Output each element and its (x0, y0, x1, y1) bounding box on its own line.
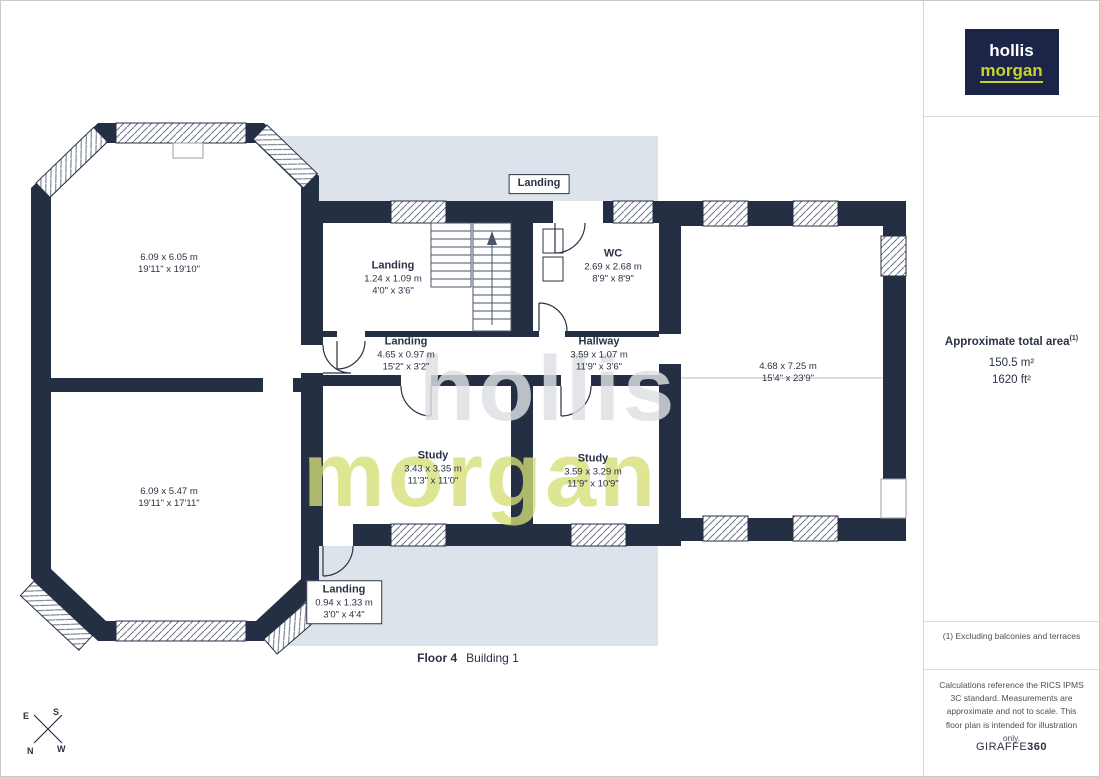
room-dims-ft: 19'11" x 17'11" (138, 498, 200, 509)
compass-north-label: N (27, 746, 34, 756)
room-dims-m: 3.43 x 3.35 m (404, 463, 462, 474)
room-label-wc: WC 2.69 x 2.68 m 8'9" x 8'9" (584, 247, 642, 285)
room-name: Study (577, 452, 609, 465)
room-label-left-bottom-room: 6.09 x 5.47 m 19'11" x 17'11" (138, 486, 199, 510)
credit-name: GIRAFFE (975, 741, 1028, 753)
caption-building: Building 1 (466, 651, 519, 665)
right-wing-walls (659, 201, 907, 541)
room-name: Landing (322, 583, 366, 596)
room-dims-ft: 15'4" x 23'9" (761, 373, 815, 384)
room-dims-m: 3.59 x 3.29 m (564, 466, 622, 477)
room-dims-m: 6.09 x 5.47 m (140, 486, 198, 498)
room-dims-m: 6.09 x 6.05 m (140, 252, 198, 264)
room-name: Landing (384, 335, 428, 348)
room-label-right-room: 4.68 x 7.25 m 15'4" x 23'9" (759, 361, 817, 385)
divider (924, 621, 1099, 622)
right-wing-windows (702, 200, 907, 542)
divider (924, 116, 1099, 117)
info-sidebar: hollis morgan Approximate total area(1) … (923, 1, 1099, 776)
logo-line2: morgan (980, 61, 1043, 84)
compass: E S N W (23, 707, 66, 756)
staircase (430, 222, 512, 332)
room-label-landing-stairs: Landing 1.24 x 1.09 m 4'0" x 3'6" (364, 259, 422, 297)
area-footnote: (1) Excluding balconies and terraces (942, 631, 1081, 641)
room-label-left-top-room: 6.09 x 6.05 m 19'11" x 19'10" (138, 252, 200, 276)
room-name: WC (603, 247, 623, 260)
floorplan-drawing: E S N W (19, 122, 907, 756)
room-label-landing-corridor: Landing 4.65 x 0.97 m 15'2" x 3'2" (377, 335, 435, 373)
room-dims-ft: 4'0" x 3'6" (372, 284, 414, 296)
room-dims-m: 4.65 x 0.97 m (377, 349, 435, 360)
room-name: Landing (517, 177, 561, 190)
room-dims-m: 3.59 x 1.07 m (570, 349, 628, 360)
room-dims-ft: 11'3" x 11'0" (407, 474, 459, 486)
logo-line1: hollis (989, 40, 1034, 60)
chimney-notch (172, 142, 204, 159)
central-block-windows (390, 200, 654, 547)
compass-west-label: W (57, 744, 66, 754)
area-block: Approximate total area(1) 150.5 m² 1620 … (924, 335, 1099, 386)
room-name: Hallway (578, 335, 620, 348)
room-dims-m: 1.24 x 1.09 m (364, 273, 422, 284)
hollis-morgan-logo: hollis morgan (964, 29, 1059, 95)
area-title: Approximate total area(1) (924, 335, 1099, 348)
credit-suffix: 360 (1027, 741, 1048, 753)
room-dims-ft: 19'11" x 19'10" (138, 264, 200, 275)
area-title-sup: (1) (1069, 335, 1079, 342)
room-dims-ft: 3'0" x 4'4" (323, 608, 365, 620)
central-block-walls (301, 201, 681, 546)
room-label-landing-top: Landing (508, 174, 570, 194)
giraffe360-credit: GIRAFFE360 (924, 741, 1099, 753)
plan-caption: Floor 4 Building 1 (417, 651, 519, 665)
room-dims-m: 0.94 x 1.33 m (315, 597, 373, 608)
area-ft2: 1620 ft² (992, 373, 1031, 386)
room-label-hallway: Hallway 3.59 x 1.07 m 11'9" x 3'6" (570, 335, 628, 373)
room-name: Landing (371, 259, 415, 272)
divider (924, 669, 1099, 670)
room-dims-m: 4.68 x 7.25 m (759, 361, 817, 373)
room-label-study-left: Study 3.43 x 3.35 m 11'3" x 11'0" (404, 449, 462, 487)
room-dims-ft: 11'9" x 10'9" (567, 477, 619, 489)
room-dims-ft: 11'9" x 3'6" (575, 360, 623, 372)
room-label-landing-bottom: Landing 0.94 x 1.33 m 3'0" x 4'4" (306, 580, 382, 624)
caption-floor: Floor 4 (417, 651, 458, 665)
room-dims-ft: 15'2" x 3'2" (382, 360, 430, 372)
disclaimer-text: Calculations reference the RICS IPMS 3C … (939, 680, 1084, 743)
area-m2: 150.5 m² (988, 356, 1035, 369)
room-dims-ft: 8'9" x 8'9" (592, 272, 634, 284)
area-title-text: Approximate total area (944, 335, 1070, 348)
left-wing-walls (31, 123, 319, 641)
room-name: Study (417, 449, 449, 462)
room-dims-m: 2.69 x 2.68 m (584, 261, 642, 272)
compass-south-label: S (53, 707, 59, 717)
wc-fixtures (542, 228, 564, 282)
compass-east-label: E (23, 711, 29, 721)
room-label-study-right: Study 3.59 x 3.29 m 11'9" x 10'9" (564, 452, 622, 490)
